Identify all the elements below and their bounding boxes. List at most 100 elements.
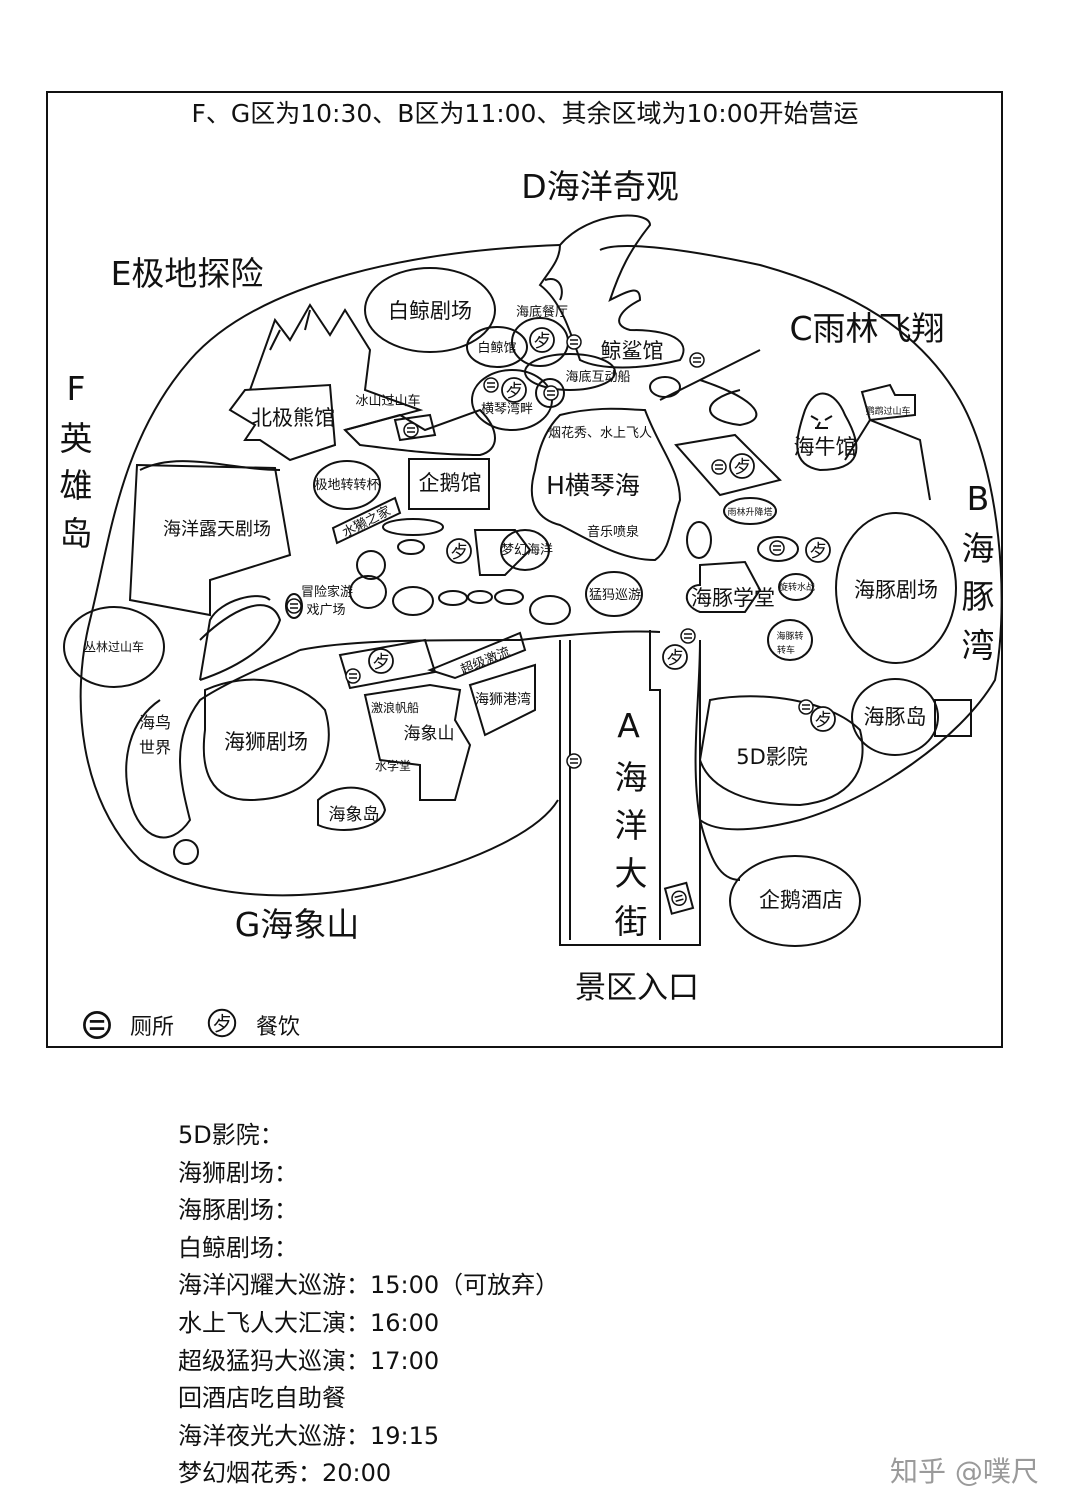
label-ice-coaster[interactable]: 冰山过山车	[355, 393, 420, 409]
ice-toilet-box	[393, 413, 437, 442]
pool	[494, 589, 524, 605]
label-sea-lion-bay[interactable]: 海狮港湾	[475, 691, 531, 708]
walrus-mountain-shape	[363, 683, 472, 801]
label-cinema-5d[interactable]: 5D影院	[736, 745, 808, 769]
toilet-box	[663, 881, 695, 915]
zone-f-char: 岛	[60, 514, 93, 553]
label-ocean-amphitheater[interactable]: 海洋露天剧场	[163, 519, 271, 540]
label-undersea-restaurant[interactable]: 海底餐厅	[516, 304, 568, 320]
label-walrus-island[interactable]: 海象岛	[329, 805, 380, 825]
mammoth-shape	[585, 571, 643, 617]
label-manatee-hall[interactable]: 海牛馆	[794, 435, 857, 459]
map-frame	[46, 91, 1003, 1048]
label-adventure-plaza-2: 戏广场	[306, 603, 345, 618]
polar-bear-shape	[228, 383, 337, 462]
label-dolphin-theater[interactable]: 海豚剧场	[854, 578, 938, 602]
entrance-label[interactable]: 景区入口	[575, 970, 699, 1006]
legend-toilet-label: 厕所	[130, 1015, 174, 1040]
label-fireworks[interactable]: 烟花秀、水上飞人	[548, 425, 652, 441]
label-super-rapids[interactable]: 超级激流	[459, 645, 513, 678]
zone-f-label: F 英 雄 岛	[60, 369, 93, 553]
label-adventure-plaza[interactable]: 冒险家游	[301, 584, 353, 600]
pool	[529, 595, 571, 625]
zone-c-label: C雨林飞翔	[789, 309, 944, 348]
label-bird-world[interactable]: 海鸟	[139, 713, 171, 732]
baijing-hall-shape	[466, 326, 528, 368]
ice-coaster-shape	[343, 408, 496, 457]
toilet-ring	[285, 593, 303, 619]
label-walrus-mountain[interactable]: 海象山	[404, 724, 455, 744]
schedule-list: 5D影院： 海狮剧场： 海豚剧场： 白鲸剧场： 海洋闪耀大巡游：15:00（可放…	[178, 1117, 559, 1493]
label-parrot-coaster[interactable]: 鹦鹉过山车	[865, 405, 910, 417]
label-music-fountain[interactable]: 音乐喷泉	[587, 524, 639, 540]
label-baijing-hall[interactable]: 白鲸馆	[477, 340, 516, 356]
zone-g-label: G海象山	[235, 905, 360, 944]
rainforest-tower-shape	[723, 497, 777, 525]
jungle-coaster-shape	[63, 606, 165, 688]
park-map: 歺 F、G区为10:30、B区为11:00、其余区域为10:00开始营运	[46, 91, 1003, 1048]
zone-f-char: 雄	[60, 466, 93, 505]
hengqin-sea-shape	[530, 407, 682, 562]
zone-e-label: E极地探险	[111, 254, 264, 293]
food-court-shape	[674, 433, 782, 497]
dolphin-island-shape	[851, 678, 939, 756]
zone-b-char: 豚	[962, 577, 995, 616]
schedule-item: 海豚剧场：	[178, 1196, 298, 1225]
zone-a-label: A海洋大街	[609, 706, 648, 952]
whale-shark-shape	[538, 214, 685, 369]
avenue-inner	[569, 630, 661, 940]
dream-area	[473, 529, 532, 576]
schedule-item: 海洋闪耀大巡游：15:00（可放弃）	[178, 1271, 560, 1300]
label-rainforest-tower[interactable]: 雨林升降塔	[727, 506, 772, 518]
spin-water-shape	[778, 573, 814, 601]
schedule-item: 白鲸剧场：	[178, 1233, 298, 1262]
toilet-icon	[83, 1011, 111, 1039]
whale-fin	[544, 278, 563, 301]
cinema-5d-shape	[698, 695, 864, 807]
manatee-face-icon	[810, 415, 833, 429]
label-wave-boat[interactable]: 激浪帆船	[371, 700, 419, 715]
label-spin-water[interactable]: 旋转水战	[779, 581, 815, 593]
zone-f-char: 英	[60, 419, 93, 458]
label-bird-world-2: 世界	[139, 738, 171, 757]
sea-lion-theater-shape	[202, 678, 330, 802]
label-penguin-hotel[interactable]: 企鹅酒店	[759, 888, 843, 912]
label-dolphin-school[interactable]: 海豚学堂	[691, 586, 775, 610]
amphitheater-shape	[128, 463, 292, 617]
label-water-school[interactable]: 水学堂	[375, 758, 411, 773]
food-icon	[207, 1008, 237, 1038]
zone-f-letter: F	[67, 369, 86, 408]
label-dolphin-spin[interactable]: 海豚转	[776, 630, 803, 642]
pool	[467, 590, 493, 604]
dolphin-theater-shape	[835, 512, 957, 664]
label-jungle-coaster[interactable]: 丛林过山车	[84, 639, 144, 654]
pool	[173, 839, 199, 865]
label-mammoth-parade[interactable]: 猛犸巡游	[589, 588, 641, 603]
schedule-item: 超级猛犸大巡演：17:00	[178, 1346, 440, 1375]
label-hengqin-lakeside[interactable]: 横琴湾畔	[481, 401, 533, 417]
schedule-item: 回酒店吃自助餐	[178, 1384, 346, 1413]
zone-h-label: H横琴海	[546, 471, 640, 500]
label-baijing-theater[interactable]: 白鲸剧场	[388, 299, 472, 323]
toilet-ring	[757, 536, 799, 562]
label-polar-cups[interactable]: 极地转转杯	[314, 478, 379, 493]
legend-food-label: 餐饮	[256, 1015, 300, 1040]
penguin-hall-shape	[408, 458, 490, 510]
inner-path	[125, 460, 741, 881]
label-dolphin-island[interactable]: 海豚岛	[864, 705, 927, 729]
zone-d-label: D海洋奇观	[521, 167, 678, 206]
label-polar-bear[interactable]: 北极熊馆	[251, 406, 335, 430]
label-penguin-hall[interactable]: 企鹅馆	[419, 471, 482, 495]
pool	[392, 586, 434, 616]
pool	[349, 575, 387, 609]
sea-lion-bay-shape	[468, 663, 536, 737]
label-dream-ocean[interactable]: 梦幻海洋	[501, 543, 553, 558]
label-whale-shark-hall[interactable]: 鲸鲨馆	[601, 339, 664, 363]
avenue-outline	[199, 595, 701, 946]
penguin-hotel-shape	[729, 855, 861, 947]
pool	[356, 550, 386, 580]
label-sea-lion-theater[interactable]: 海狮剧场	[224, 730, 308, 754]
label-undersea-boat[interactable]: 海底互动船	[565, 369, 630, 385]
pool	[438, 590, 468, 606]
hours-note: F、G区为10:30、B区为11:00、其余区域为10:00开始营运	[191, 99, 858, 128]
